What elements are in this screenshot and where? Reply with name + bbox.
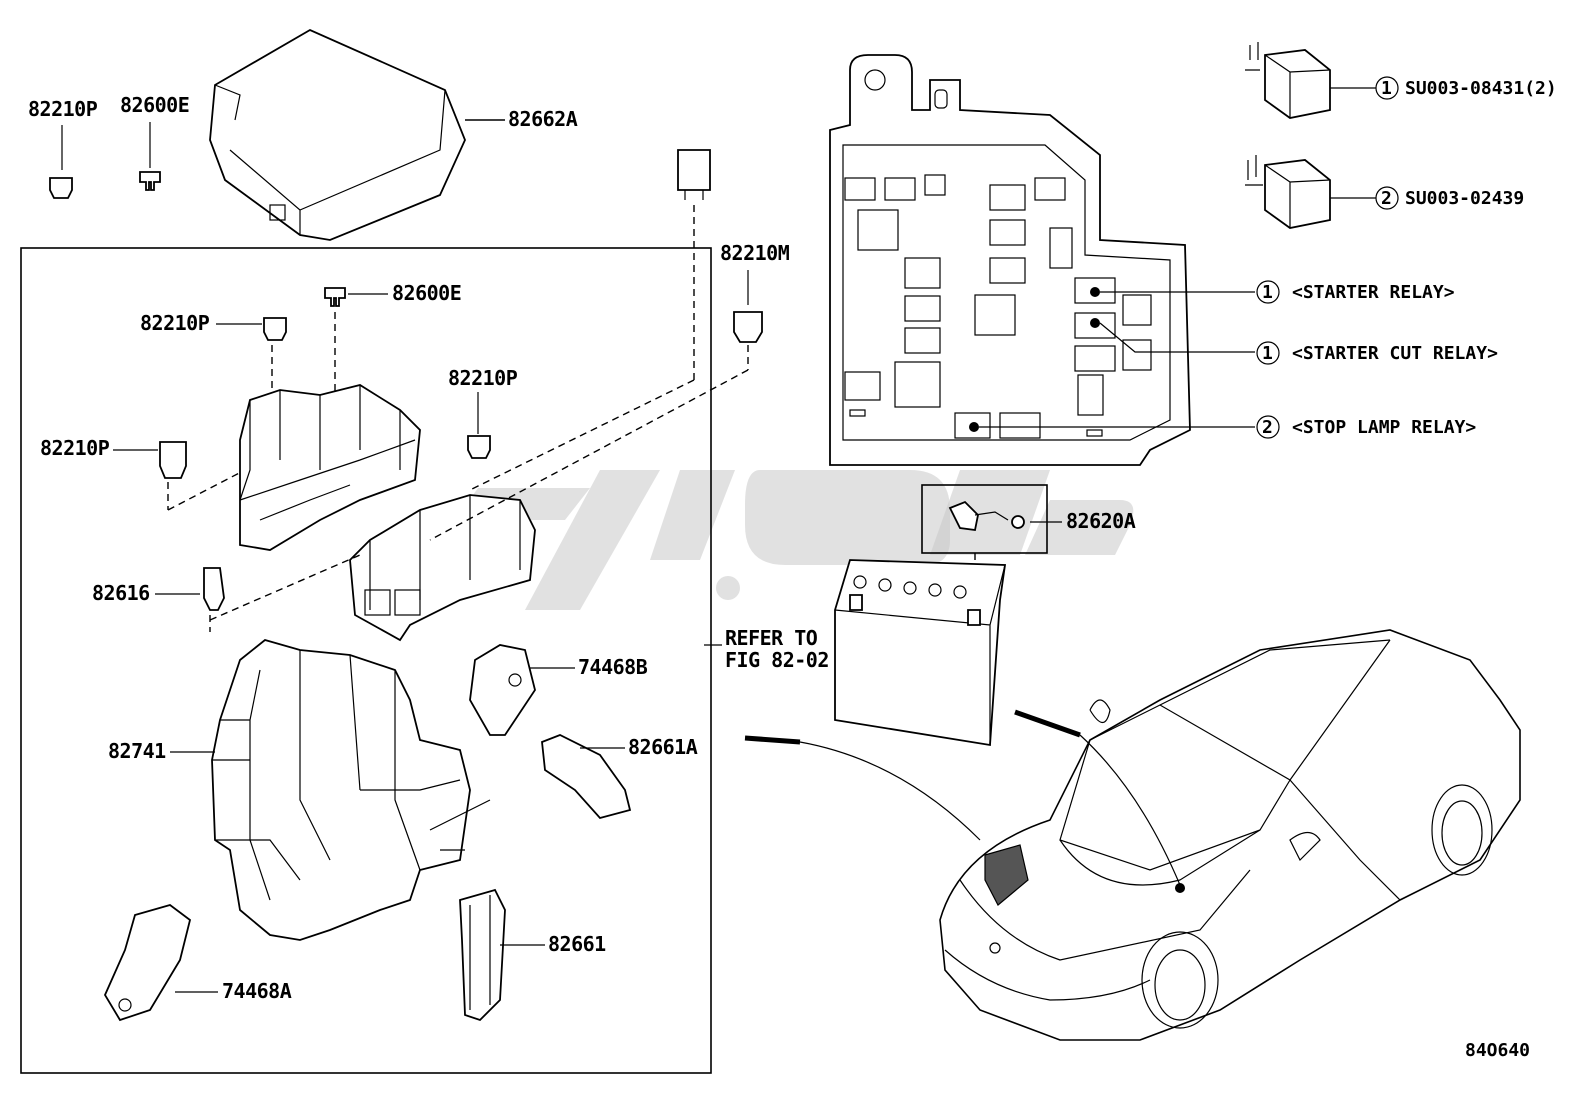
svg-text:<STARTER CUT RELAY>: <STARTER CUT RELAY> [1292, 343, 1498, 364]
svg-text:SU003-02439: SU003-02439 [1405, 188, 1524, 209]
label-82661: 82661 [548, 932, 606, 956]
clip-82616 [203, 567, 225, 611]
svg-text:1: 1 [1262, 343, 1273, 364]
fuse-82600E-mid [324, 287, 346, 307]
label-82210M: 82210M [720, 241, 790, 265]
label-82661A: 82661A [628, 735, 698, 759]
label-82616: 82616 [92, 581, 150, 605]
relay-dot-starter-cut [1090, 318, 1100, 328]
svg-text:2: 2 [1381, 188, 1392, 209]
bracket-74468B [469, 644, 536, 736]
battery [834, 559, 1007, 747]
label-82741: 82741 [108, 739, 166, 763]
fuse-82210M [733, 311, 763, 343]
label-82210P-a: 82210P [140, 311, 210, 335]
watermark-logo [455, 470, 1134, 610]
relay-location-1: 1 <STARTER RELAY> [1256, 280, 1455, 304]
relay-2 [1264, 159, 1331, 229]
svg-text:<STOP LAMP RELAY>: <STOP LAMP RELAY> [1292, 417, 1476, 438]
label-82662A: 82662A [508, 107, 578, 131]
refer-line2: FIG 82-02 [725, 648, 829, 672]
label-82600E-top: 82600E [120, 93, 189, 117]
relay-mini [677, 149, 711, 191]
label-82600E-mid: 82600E [392, 281, 461, 305]
fuse-82210P-top [49, 177, 73, 199]
svg-text:1: 1 [1262, 282, 1273, 303]
label-82620A: 82620A [1066, 509, 1136, 533]
fuse-box-cover [209, 28, 466, 241]
fuse-box-housing-82741 [211, 639, 471, 941]
fuse-82210P-c [159, 441, 187, 479]
refer-line1: REFER TO [725, 626, 818, 650]
leader-thick-1 [744, 735, 801, 745]
fuse-82210P-a [263, 317, 287, 341]
fuse-box-cells [844, 174, 1152, 439]
label-74468A: 74468A [222, 979, 292, 1003]
relay-2-callout: 2 SU003-02439 [1375, 186, 1524, 210]
svg-text:1: 1 [1381, 78, 1392, 99]
label-82210P-c: 82210P [40, 436, 110, 460]
svg-text:<STARTER RELAY>: <STARTER RELAY> [1292, 282, 1455, 303]
relay-block-lower [349, 494, 536, 642]
fuse-82210P-b [467, 435, 491, 459]
terminal-detail-box [921, 484, 1048, 554]
svg-text:SU003-08431(2): SU003-08431(2) [1405, 78, 1557, 99]
bracket-74468A [103, 904, 192, 1022]
car-illustration [939, 629, 1521, 1041]
svg-text:2: 2 [1262, 417, 1273, 438]
fuse-box-layout [829, 54, 1191, 466]
relay-1 [1264, 49, 1331, 119]
assembly-frame [20, 247, 712, 1074]
relay-1-callout: 1 SU003-08431(2) [1375, 76, 1557, 100]
label-82210P-b: 82210P [448, 366, 518, 390]
relay-location-3: 2 <STOP LAMP RELAY> [1256, 415, 1476, 439]
diagram-code: 84O640 [1465, 1040, 1530, 1061]
label-82210P-top: 82210P [28, 97, 98, 121]
relay-dot-starter [1090, 287, 1100, 297]
leader-thick-2 [1014, 709, 1081, 738]
bracket-82661A [541, 734, 632, 820]
fuse-82600E-top [139, 171, 161, 191]
relay-dot-stop-lamp [969, 422, 979, 432]
bracket-82661 [459, 888, 506, 1022]
relay-location-2: 1 <STARTER CUT RELAY> [1256, 341, 1498, 365]
label-74468B: 74468B [578, 655, 648, 679]
